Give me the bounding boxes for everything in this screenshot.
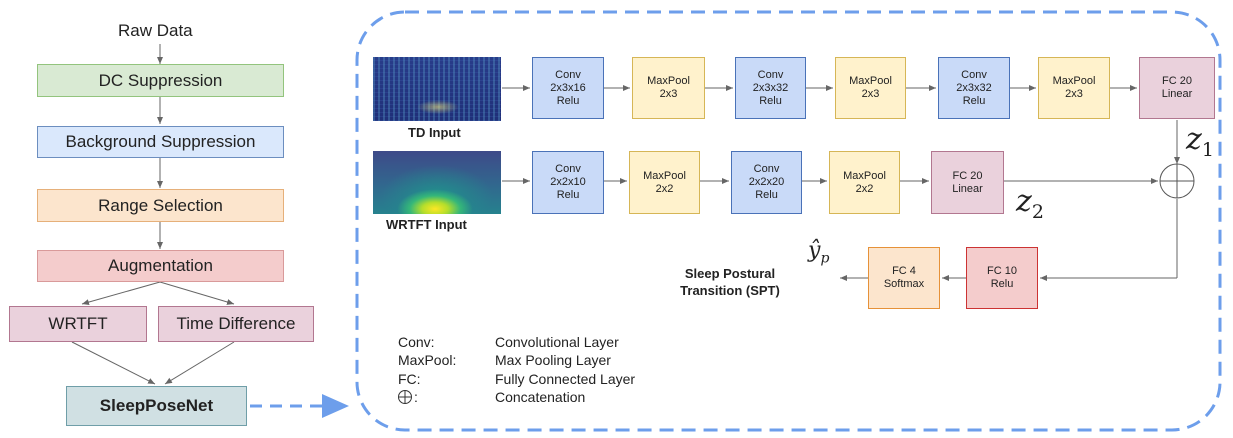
wrtft-step: WRTFT [9,306,147,342]
range-selection-step: Range Selection [37,189,284,222]
raw-data-label: Raw Data [118,21,193,40]
wrtft-input-label: WRTFT Input [386,217,467,232]
dc-suppression-step: DC Suppression [37,64,284,97]
sleepposenet-step: SleepPoseNet [66,386,247,426]
z1-label: z1 [1186,122,1214,161]
background-suppression-step: Background Suppression [37,126,284,158]
legend-key-concat: : [414,389,418,405]
network-container [355,10,1222,432]
legend-key-maxpool: MaxPool: [398,352,457,368]
legend-key-fc: FC: [398,371,421,387]
time-difference-step: Time Difference [158,306,314,342]
z2-label: z2 [1016,184,1044,223]
legend-value-conv: Convolutional Layer [495,334,619,350]
output-label: Sleep Postural Transition (SPT) [680,266,780,298]
td-input-image [373,57,501,121]
legend-value-maxpool: Max Pooling Layer [495,352,611,368]
wrtft-input-image [373,151,501,214]
legend-value-concat: Concatenation [495,389,586,405]
legend-value-fc: Fully Connected Layer [495,371,636,387]
augmentation-step: Augmentation [37,250,284,282]
td-input-label: TD Input [408,125,461,140]
concat-symbol [1159,163,1195,199]
legend-concat-icon [398,390,412,404]
legend-key-conv: Conv: [398,334,435,350]
yhat-label: ŷp [808,238,830,267]
